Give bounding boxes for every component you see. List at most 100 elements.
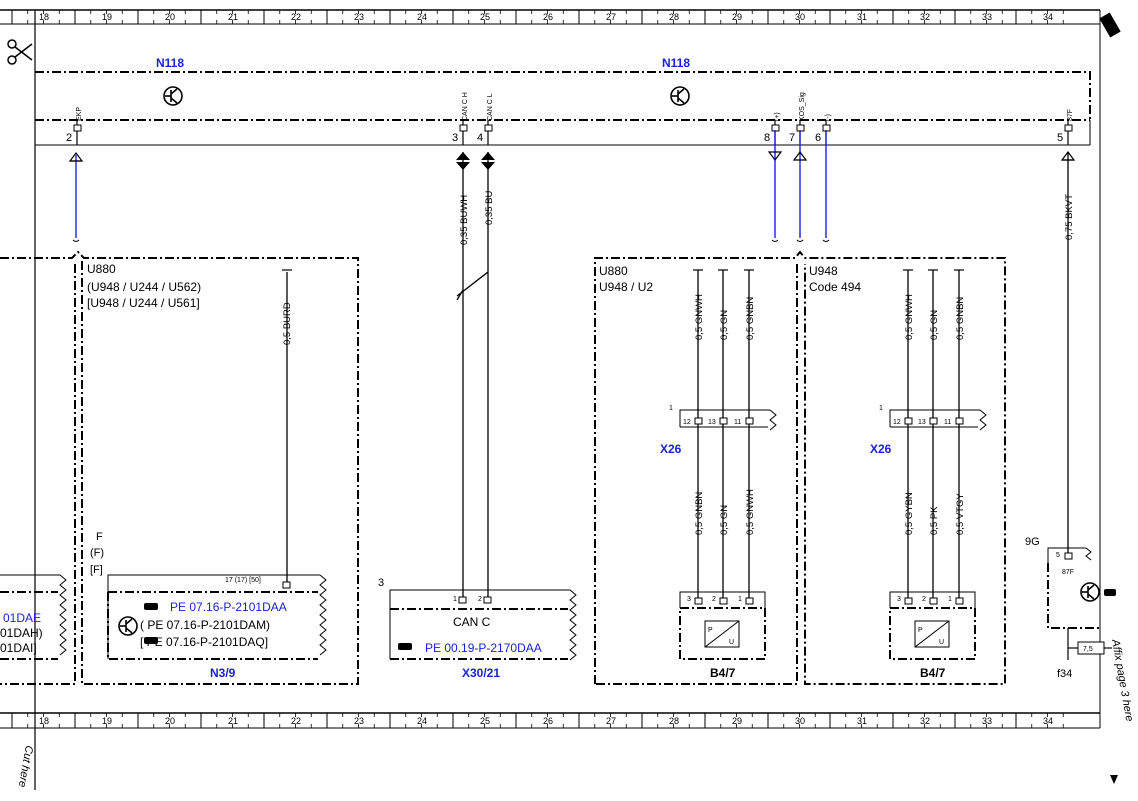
ruler-column-label: 22 bbox=[291, 716, 301, 726]
connector-x26-u2 bbox=[679, 409, 777, 431]
ruler-column-label: 20 bbox=[165, 716, 175, 726]
svg-text:U: U bbox=[729, 639, 734, 646]
wire-label: 0,5 GNBN bbox=[955, 297, 966, 340]
n3-9-pin: 17 (17) [50] bbox=[225, 577, 261, 584]
ruler-column-label: 19 bbox=[102, 716, 112, 726]
494-line1: U948 bbox=[809, 264, 838, 278]
can-c-pin1: 1 bbox=[453, 596, 457, 603]
b4-7-494-label: B4/7 bbox=[920, 666, 946, 680]
n118-label-right: N118 bbox=[662, 56, 690, 70]
ruler-column-label: 18 bbox=[39, 12, 49, 22]
f-label-2: (F) bbox=[90, 547, 104, 559]
scissors-icon bbox=[7, 39, 33, 65]
component-left-clipped bbox=[0, 574, 67, 660]
hand-pointer-icon bbox=[1104, 589, 1116, 596]
ruler-column-label: 31 bbox=[857, 12, 867, 22]
wire-label: 0,5 VTGY bbox=[955, 493, 966, 535]
sensor-b4-7-u2: P U bbox=[679, 591, 766, 660]
wire-label-can-h: 0,35 BUWH bbox=[459, 195, 470, 245]
wire-label-can-l: 0,35 BU bbox=[484, 191, 495, 225]
corner-mark-icon bbox=[1099, 12, 1121, 38]
group-u880-u2 bbox=[594, 250, 1006, 685]
connector-pin-number: 11 bbox=[944, 419, 951, 426]
ruler-column-label: 32 bbox=[920, 716, 930, 726]
wire-can-h bbox=[456, 152, 470, 598]
f-label-1: F bbox=[96, 531, 103, 543]
affix-page-label: Affix page 3 here bbox=[1109, 637, 1135, 722]
494-line2: Code 494 bbox=[809, 280, 861, 294]
sensor-pin-number: 1 bbox=[738, 596, 742, 603]
n118-pin-name: (+) bbox=[774, 112, 781, 121]
wire-can-l bbox=[456, 152, 495, 598]
x26-494-num: 1 bbox=[879, 405, 883, 412]
svg-text:U: U bbox=[939, 639, 944, 646]
connector-pin-number: 13 bbox=[708, 419, 716, 426]
ruler-column-label: 28 bbox=[669, 716, 679, 726]
ruler-column-label: 26 bbox=[543, 716, 553, 726]
ruler-column-label: 27 bbox=[606, 716, 616, 726]
n118-pin-number: 7 bbox=[789, 132, 795, 144]
ruler-column-label: 29 bbox=[732, 12, 742, 22]
group-u880-left bbox=[0, 250, 359, 685]
ruler-column-label: 22 bbox=[291, 12, 301, 22]
left-clip-l3: 01DAI] bbox=[0, 641, 37, 655]
n3-9-ref3: [ PE 07.16-P-2101DAQ] bbox=[140, 635, 268, 649]
ruler-column-label: 34 bbox=[1043, 716, 1053, 726]
ruler-column-label: 30 bbox=[795, 716, 805, 726]
wire-label-bkvt: 0,75 BKVT bbox=[1064, 194, 1075, 240]
transistor-icon bbox=[118, 616, 138, 636]
ruler-column-label: 29 bbox=[732, 716, 742, 726]
wire-burd bbox=[282, 269, 292, 586]
sensor-pin-number: 2 bbox=[922, 596, 926, 603]
svg-text:P: P bbox=[708, 627, 713, 634]
sensor-b4-7-494: P U bbox=[889, 591, 976, 660]
transistor-icon bbox=[163, 86, 183, 106]
u880-left-line1: U880 bbox=[87, 262, 116, 276]
n118-pin-number: 3 bbox=[452, 132, 458, 144]
ruler-column-label: 31 bbox=[857, 716, 867, 726]
module-n118 bbox=[35, 71, 1091, 146]
transistor-icon bbox=[670, 86, 690, 106]
connector-pin-number: 12 bbox=[893, 419, 901, 426]
sensor-pin-number: 2 bbox=[712, 596, 716, 603]
n118-pin-name: (-) bbox=[825, 114, 832, 121]
x26-u2-label: X26 bbox=[660, 442, 682, 456]
wire-label: 0,5 GN bbox=[719, 310, 730, 340]
ruler-column-label: 21 bbox=[228, 716, 238, 726]
ruler-column-label: 23 bbox=[354, 716, 364, 726]
ruler-column-label: 25 bbox=[480, 12, 490, 22]
n118-pin-name: EKP bbox=[76, 107, 83, 121]
wire-ekp bbox=[68, 152, 84, 238]
right-code: 9G bbox=[1025, 536, 1040, 548]
fuse-name: f34 bbox=[1057, 668, 1072, 680]
x26-494-label: X26 bbox=[870, 442, 892, 456]
connector-x26-494 bbox=[889, 409, 987, 431]
ruler-column-label: 24 bbox=[417, 12, 427, 22]
n118-pin-number: 2 bbox=[66, 132, 72, 144]
sensor-pin-number: 3 bbox=[897, 596, 901, 603]
connector-pin-number: 11 bbox=[734, 419, 741, 426]
ruler-column-label: 32 bbox=[920, 12, 930, 22]
component-x30-21 bbox=[389, 589, 577, 661]
n3-9-ref1: PE 07.16-P-2101DAA bbox=[170, 600, 287, 614]
n118-pin-number: 5 bbox=[1057, 132, 1063, 144]
n3-9-ref2: ( PE 07.16-P-2101DAM) bbox=[140, 618, 270, 632]
n118-pin-number: 4 bbox=[477, 132, 483, 144]
wire-label: 0,5 GNWH bbox=[694, 294, 705, 340]
can-c-num: 3 bbox=[378, 577, 384, 589]
svg-text:P: P bbox=[918, 627, 923, 634]
sensor-pin-number: 3 bbox=[687, 596, 691, 603]
wire-label: 0,5 GNWH bbox=[745, 489, 756, 535]
right-pin: 5 bbox=[1056, 552, 1060, 559]
u880-left-line3: [U948 / U244 / U561] bbox=[87, 296, 200, 310]
left-clip-l1: 01DAE bbox=[3, 611, 41, 625]
connector-pin-number: 13 bbox=[918, 419, 926, 426]
ruler-column-label: 23 bbox=[354, 12, 364, 22]
n118-label-left: N118 bbox=[156, 56, 184, 70]
wire-label: 0,5 GNBN bbox=[745, 297, 756, 340]
right-pin-name: 87F bbox=[1062, 569, 1074, 576]
